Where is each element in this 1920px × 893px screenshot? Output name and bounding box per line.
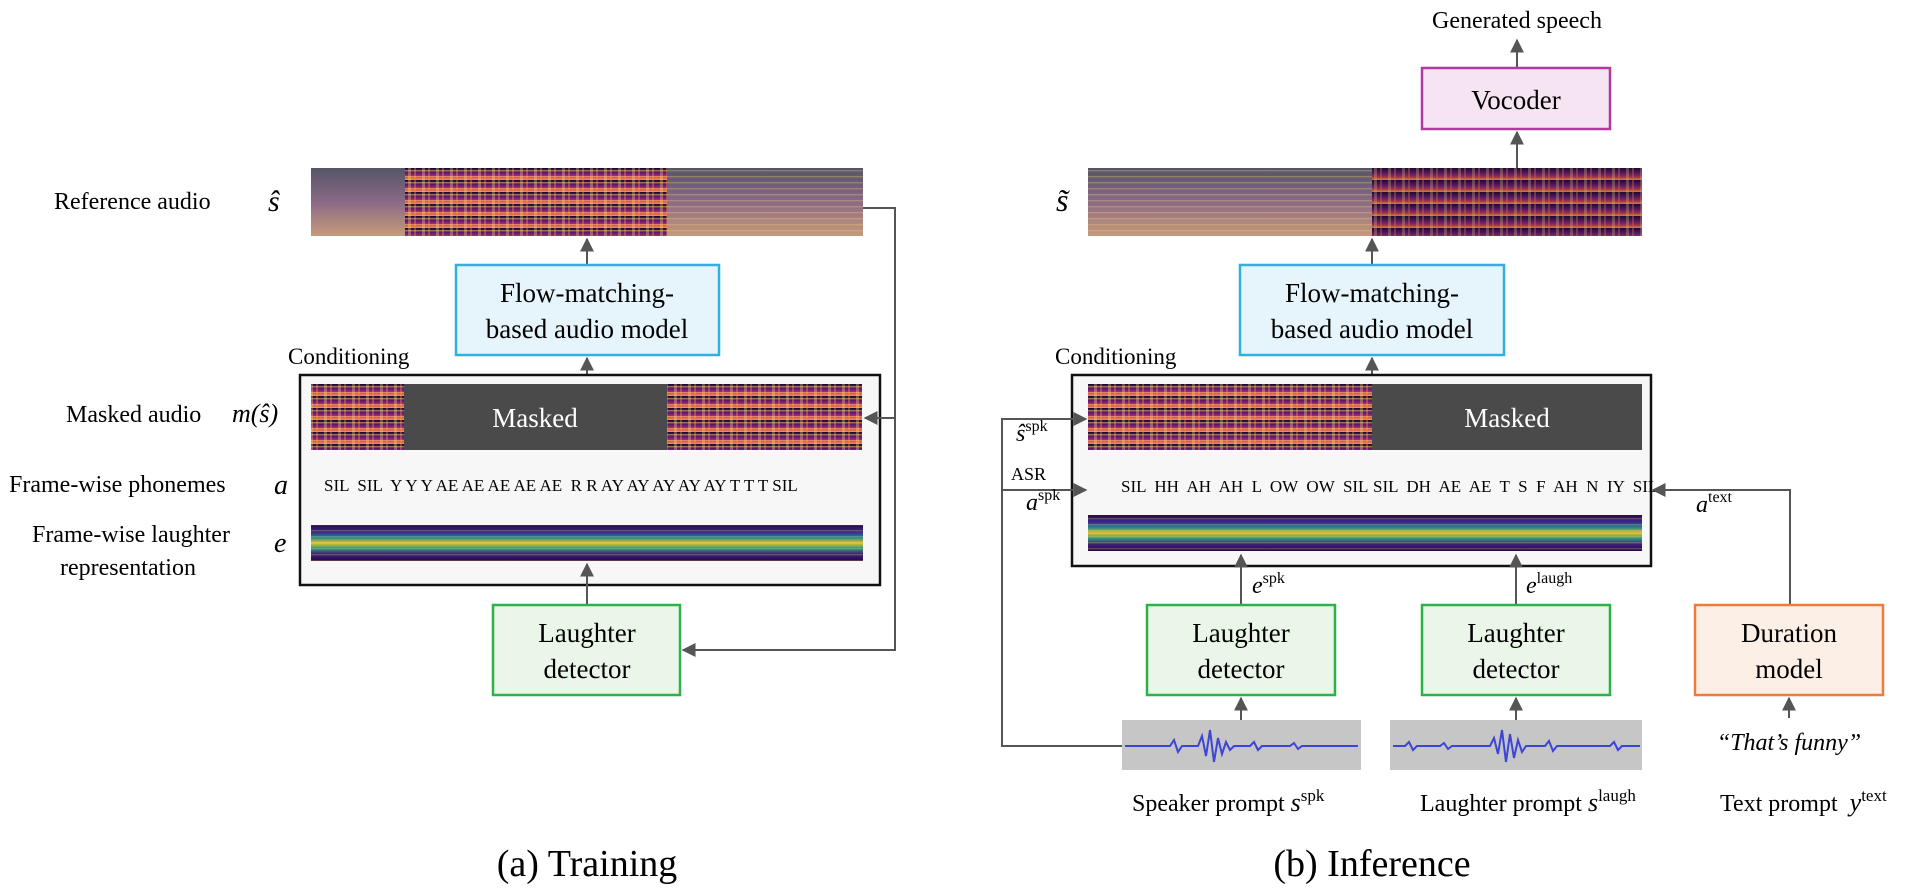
laughter-rep-label-line2: representation — [60, 555, 196, 581]
reference-audio-label: Reference audio — [54, 189, 211, 215]
masked-label-training: Masked — [492, 403, 578, 433]
laughter-prompt-waveform — [1390, 720, 1642, 770]
a-text-symbol: atext — [1696, 489, 1733, 518]
laughter-detector-box-inference-1: Laughter detector — [1145, 603, 1337, 697]
phonemes-label: Frame-wise phonemes — [9, 472, 226, 498]
training-panel: Reference audio ŝ Flow-matching- based a… — [9, 168, 896, 885]
reference-audio-symbol: ŝ — [268, 185, 280, 218]
masked-spectrogram-training: Masked — [311, 384, 862, 450]
e-spk-symbol: espk — [1252, 570, 1285, 599]
duration-to-conditioning — [1651, 483, 1791, 605]
vocoder-label: Vocoder — [1471, 85, 1560, 115]
laughter-detector-box-inference-2: Laughter detector — [1420, 603, 1612, 697]
laughter-rep-label-line1: Frame-wise laughter — [32, 522, 230, 548]
reference-to-detector-loop — [681, 207, 896, 657]
laughter-detector-1-line2: detector — [1198, 654, 1285, 684]
s-hat-spk-symbol: ŝspk — [1016, 418, 1048, 447]
laughter-detector-box-training: Laughter detector — [491, 603, 682, 697]
generated-speech-label: Generated speech — [1432, 8, 1602, 34]
laughter-rep-symbol: e — [274, 528, 286, 559]
masked-audio-symbol: m(ŝ) — [232, 399, 278, 428]
phonemes-symbol: a — [274, 470, 288, 501]
masked-spectrogram-inference: Masked — [1088, 384, 1642, 450]
reference-spectrogram — [311, 168, 863, 236]
phoneme-sequence-training: SIL SIL Y Y Y AE AE AE AE AE R R AY AY A… — [324, 476, 798, 495]
s-tilde-symbol: s̃ — [1056, 182, 1070, 218]
caption-training: (a) Training — [497, 843, 678, 885]
generated-spectrogram — [1088, 168, 1642, 236]
phoneme-sequence-inf-left: SIL HH AH AH L OW OW SIL — [1121, 477, 1368, 496]
masked-audio-label: Masked audio — [66, 402, 201, 428]
speaker-prompt-loop — [1001, 412, 1122, 747]
e-laugh-symbol: elaugh — [1526, 570, 1572, 599]
speaker-prompt-waveform — [1122, 720, 1361, 770]
duration-model-line2: model — [1755, 654, 1823, 684]
flow-model-line2: based audio model — [486, 314, 688, 344]
flow-model-box-inference: Flow-matching- based audio model — [1238, 263, 1506, 357]
laughter-representation-strip-inference — [1088, 515, 1642, 551]
a-spk-symbol: aspk — [1026, 487, 1060, 516]
flow-model-box-training: Flow-matching- based audio model — [454, 263, 721, 357]
inference-panel: Generated speech Vocoder s̃ Flow-matchin… — [1001, 8, 1887, 885]
vocoder-box: Vocoder — [1420, 66, 1612, 131]
laughter-detector-line1: Laughter — [538, 618, 635, 648]
laughter-detector-line2: detector — [544, 654, 631, 684]
caption-inference: (b) Inference — [1273, 843, 1470, 885]
text-prompt-quote: “That’s funny” — [1717, 730, 1861, 756]
phoneme-sequence-inf-right: SIL DH AE AE T S F AH N IY SIL — [1373, 477, 1658, 496]
conditioning-label-inference: Conditioning — [1055, 344, 1177, 369]
asr-label: ASR — [1011, 464, 1046, 484]
laughter-detector-2-line2: detector — [1473, 654, 1560, 684]
flow-model-inf-line1: Flow-matching- — [1285, 278, 1459, 308]
flow-model-inf-line2: based audio model — [1271, 314, 1473, 344]
laughter-representation-strip-training — [311, 525, 863, 561]
duration-model-line1: Duration — [1741, 618, 1837, 648]
conditioning-label-training: Conditioning — [288, 344, 410, 369]
masked-label-inference: Masked — [1464, 403, 1550, 433]
duration-model-box: Duration model — [1693, 603, 1885, 697]
laughter-detector-2-line1: Laughter — [1467, 618, 1564, 648]
laughter-detector-1-line1: Laughter — [1192, 618, 1289, 648]
flow-model-line1: Flow-matching- — [500, 278, 674, 308]
